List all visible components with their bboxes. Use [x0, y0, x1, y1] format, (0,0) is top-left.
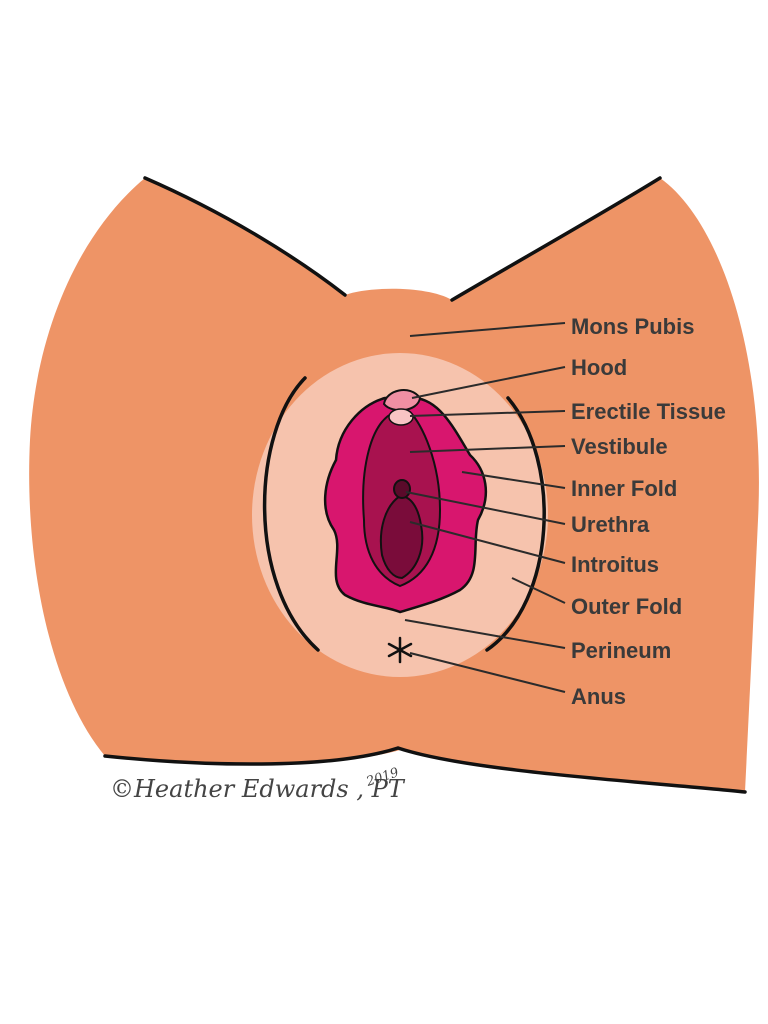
label-mons-pubis: Mons Pubis	[571, 314, 694, 339]
label-introitus: Introitus	[571, 552, 659, 577]
anus-marker	[387, 636, 413, 664]
label-urethra: Urethra	[571, 512, 650, 537]
label-perineum: Perineum	[571, 638, 671, 663]
leader-anus	[409, 652, 566, 693]
label-erectile-tissue: Erectile Tissue	[571, 399, 726, 424]
leader-urethra	[405, 491, 566, 525]
leader-perineum	[404, 619, 566, 649]
erectile-tissue-shape	[388, 408, 414, 426]
leader-mons-pubis	[409, 322, 566, 337]
outline-bottom	[103, 746, 747, 794]
introitus-shape	[379, 494, 424, 580]
urethra-shape	[393, 479, 411, 499]
leader-vestibule	[409, 445, 566, 453]
label-vestibule: Vestibule	[571, 434, 668, 459]
leader-hood	[411, 366, 566, 399]
label-outer-fold: Outer Fold	[571, 594, 682, 619]
outline-top-left	[143, 176, 347, 297]
label-hood: Hood	[571, 355, 627, 380]
leader-outer-fold	[511, 577, 566, 604]
leader-introitus	[409, 521, 566, 564]
outer-fold-outline-left	[262, 376, 320, 652]
signature: ©Heather Edwards , PT	[110, 775, 406, 803]
outline-top-right	[450, 176, 662, 302]
label-anus: Anus	[571, 684, 626, 709]
leader-inner-fold	[461, 471, 566, 489]
leader-erectile-tissue	[409, 410, 566, 417]
label-inner-fold: Inner Fold	[571, 476, 677, 501]
outer-fold-outline-right	[485, 396, 546, 652]
